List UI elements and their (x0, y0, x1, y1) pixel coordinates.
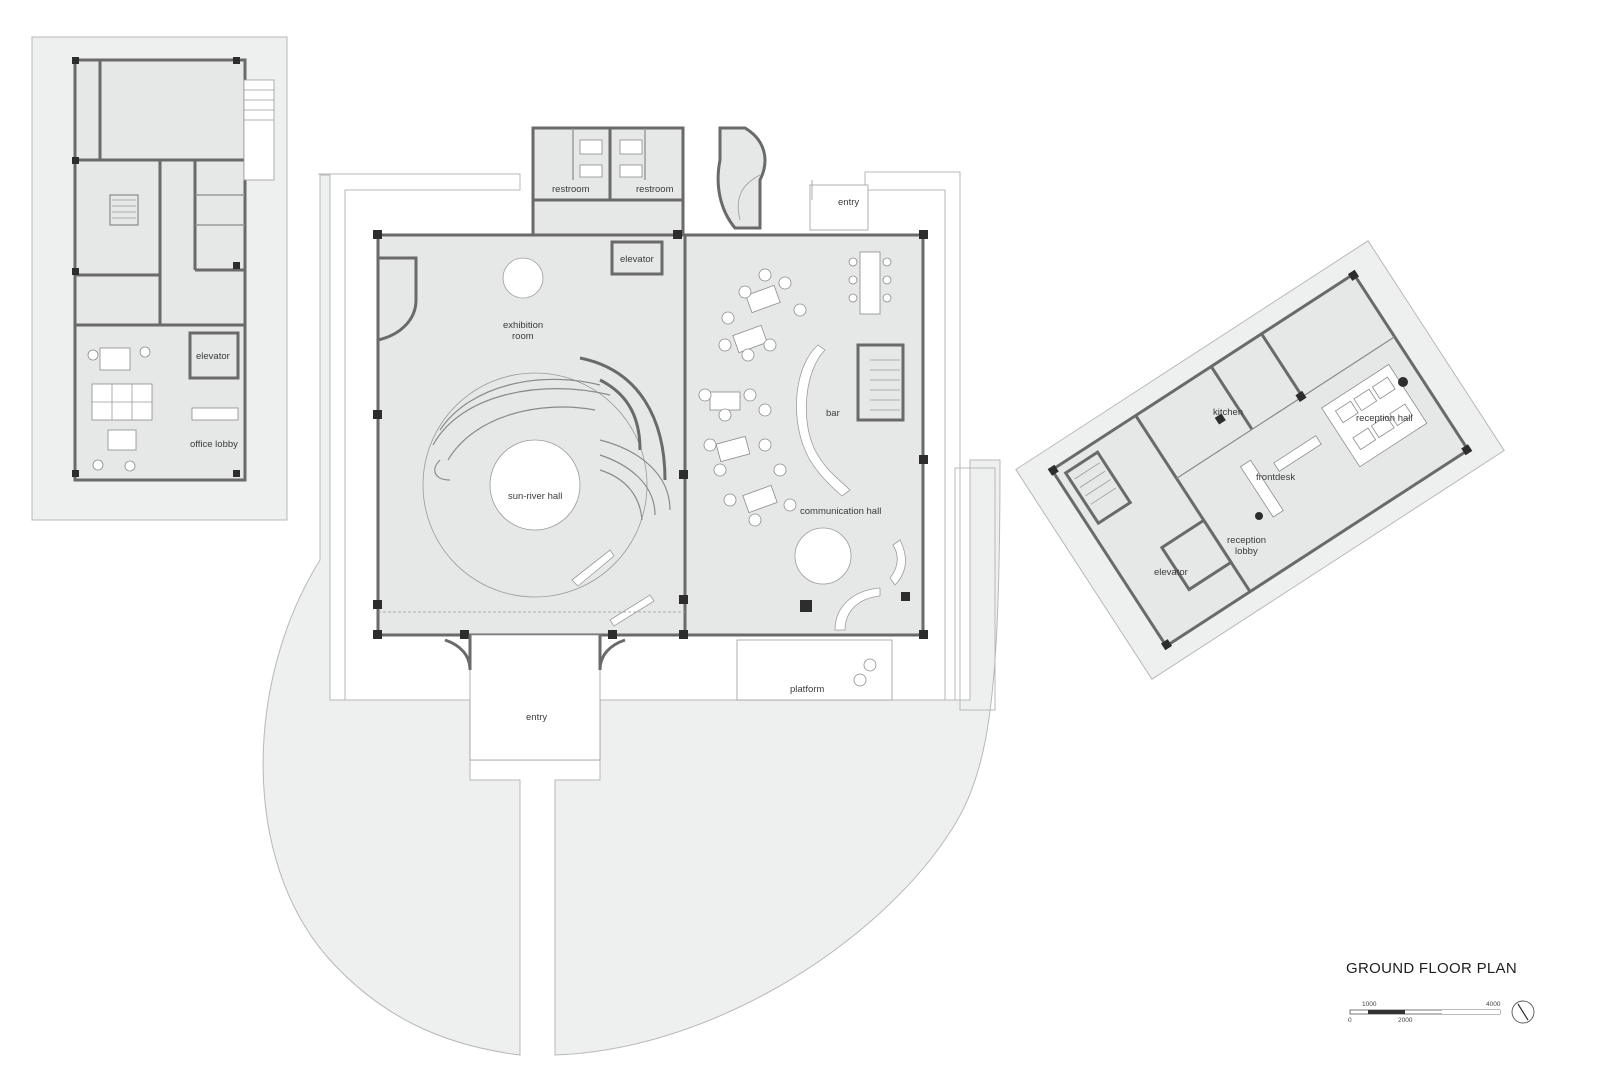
main-elevator-label: elevator (620, 254, 654, 265)
frontdesk-label: frontdesk (1256, 472, 1295, 483)
kitchen-label: kitchen (1213, 407, 1243, 418)
cafe-seating (698, 268, 807, 527)
site-lawn (262, 174, 521, 1056)
office-lobby-label: office lobby (190, 439, 238, 450)
bar-label: bar (826, 408, 840, 419)
exhibition-room-label: exhibition (503, 320, 543, 331)
scale-tick-0: 0 (1348, 1017, 1352, 1024)
scale-tick-2000: 2000 (1398, 1017, 1413, 1024)
office-building (31, 36, 288, 521)
site-boundary (318, 171, 996, 761)
scale-tick-4000: 4000 (1486, 1001, 1501, 1008)
restroom-label-2: restroom (636, 184, 674, 195)
platform-label: platform (790, 684, 824, 695)
main-building (373, 126, 928, 761)
restroom-label-1: restroom (552, 184, 590, 195)
communication-hall-label: communication hall (800, 506, 881, 517)
south-entry-label: entry (526, 712, 547, 723)
north-entry-label: entry (838, 197, 859, 208)
reception-lobby-label-2: lobby (1235, 546, 1258, 557)
reception-building (1015, 240, 1505, 680)
sun-river-hall-label: sun-river hall (508, 491, 562, 502)
office-elevator-label: elevator (196, 351, 230, 362)
reception-lobby-label: reception (1227, 535, 1266, 546)
reception-hall-label: reception hall (1356, 413, 1413, 424)
plan-title: GROUND FLOOR PLAN (1346, 960, 1517, 977)
east-elevator-label: elevator (1154, 567, 1188, 578)
site-lawn-east (554, 459, 1001, 1056)
scale-bar (1349, 1000, 1535, 1024)
scale-tick-1000: 1000 (1362, 1001, 1377, 1008)
exhibition-room-label-2: room (512, 331, 534, 342)
